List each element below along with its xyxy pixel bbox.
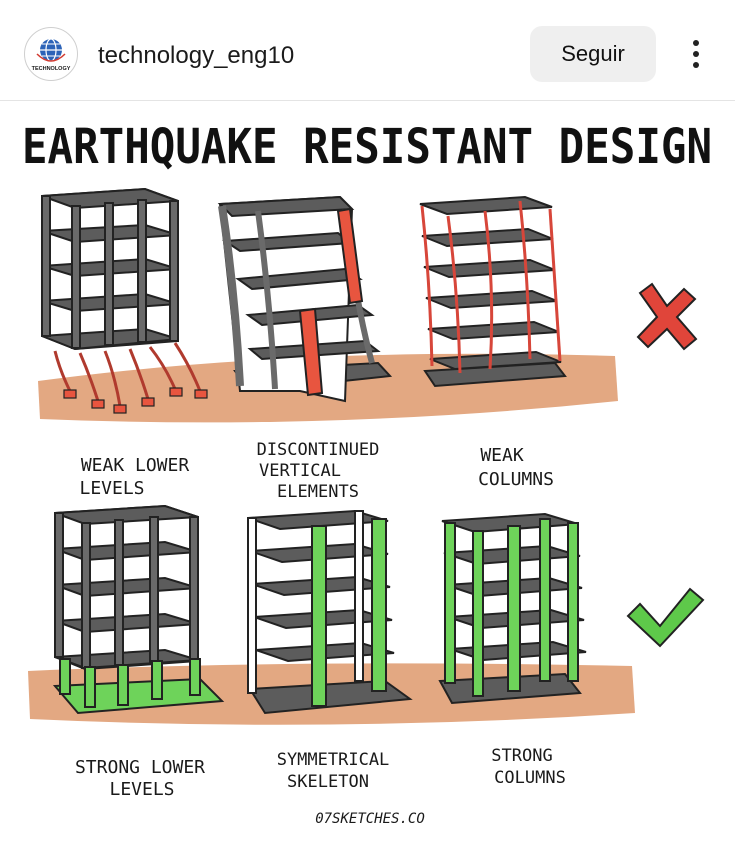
account-avatar[interactable]: TECHNOLOGY [24, 27, 78, 81]
building-weak-columns [419, 195, 567, 388]
cross-icon [636, 282, 698, 351]
caption-strong-columns-2: COLUMNS [494, 768, 566, 788]
caption-symmetrical-2: SKELETON [287, 772, 369, 792]
caption-weak-lower-1: WEAK LOWER [81, 455, 190, 476]
credit-text: 07SKETCHES.CO [315, 811, 425, 827]
post-title: EARTHQUAKE RESISTANT DESIGN [22, 119, 712, 175]
building-symmetrical-skeleton [247, 509, 413, 715]
building-weak-lower-levels [41, 187, 208, 414]
caption-strong-columns-1: STRONG [491, 746, 552, 766]
globe-logo-icon: TECHNOLOGY [32, 38, 71, 72]
avatar-label: TECHNOLOGY [32, 66, 71, 72]
caption-weak-lower-2: LEVELS [79, 478, 144, 499]
caption-strong-lower-1: STRONG LOWER [75, 757, 205, 778]
building-strong-columns [438, 512, 587, 705]
vertical-ellipsis-icon [693, 40, 699, 68]
building-discontinued-vertical [217, 195, 393, 403]
caption-weak-columns-2: COLUMNS [478, 469, 554, 490]
caption-discontinued-3: ELEMENTS [277, 482, 359, 502]
building-strong-lower-levels [52, 504, 225, 715]
caption-discontinued-1: DISCONTINUED [257, 440, 380, 460]
captions-bottom: STRONG LOWER LEVELS SYMMETRICAL SKELETON… [75, 746, 566, 800]
follow-button[interactable]: Seguir [530, 26, 656, 82]
caption-symmetrical-1: SYMMETRICAL [277, 750, 390, 770]
caption-discontinued-2: VERTICAL [259, 461, 341, 481]
account-name[interactable]: technology_eng10 [98, 42, 295, 69]
caption-weak-columns-1: WEAK [480, 445, 524, 466]
post-header: TECHNOLOGY technology_eng10 Seguir [0, 0, 735, 101]
captions-top: WEAK LOWER LEVELS DISCONTINUED VERTICAL … [79, 440, 553, 502]
more-options-button[interactable] [676, 34, 716, 74]
post-image[interactable]: EARTHQUAKE RESISTANT DESIGN [0, 101, 735, 841]
check-icon [626, 587, 705, 648]
caption-strong-lower-2: LEVELS [109, 779, 174, 800]
